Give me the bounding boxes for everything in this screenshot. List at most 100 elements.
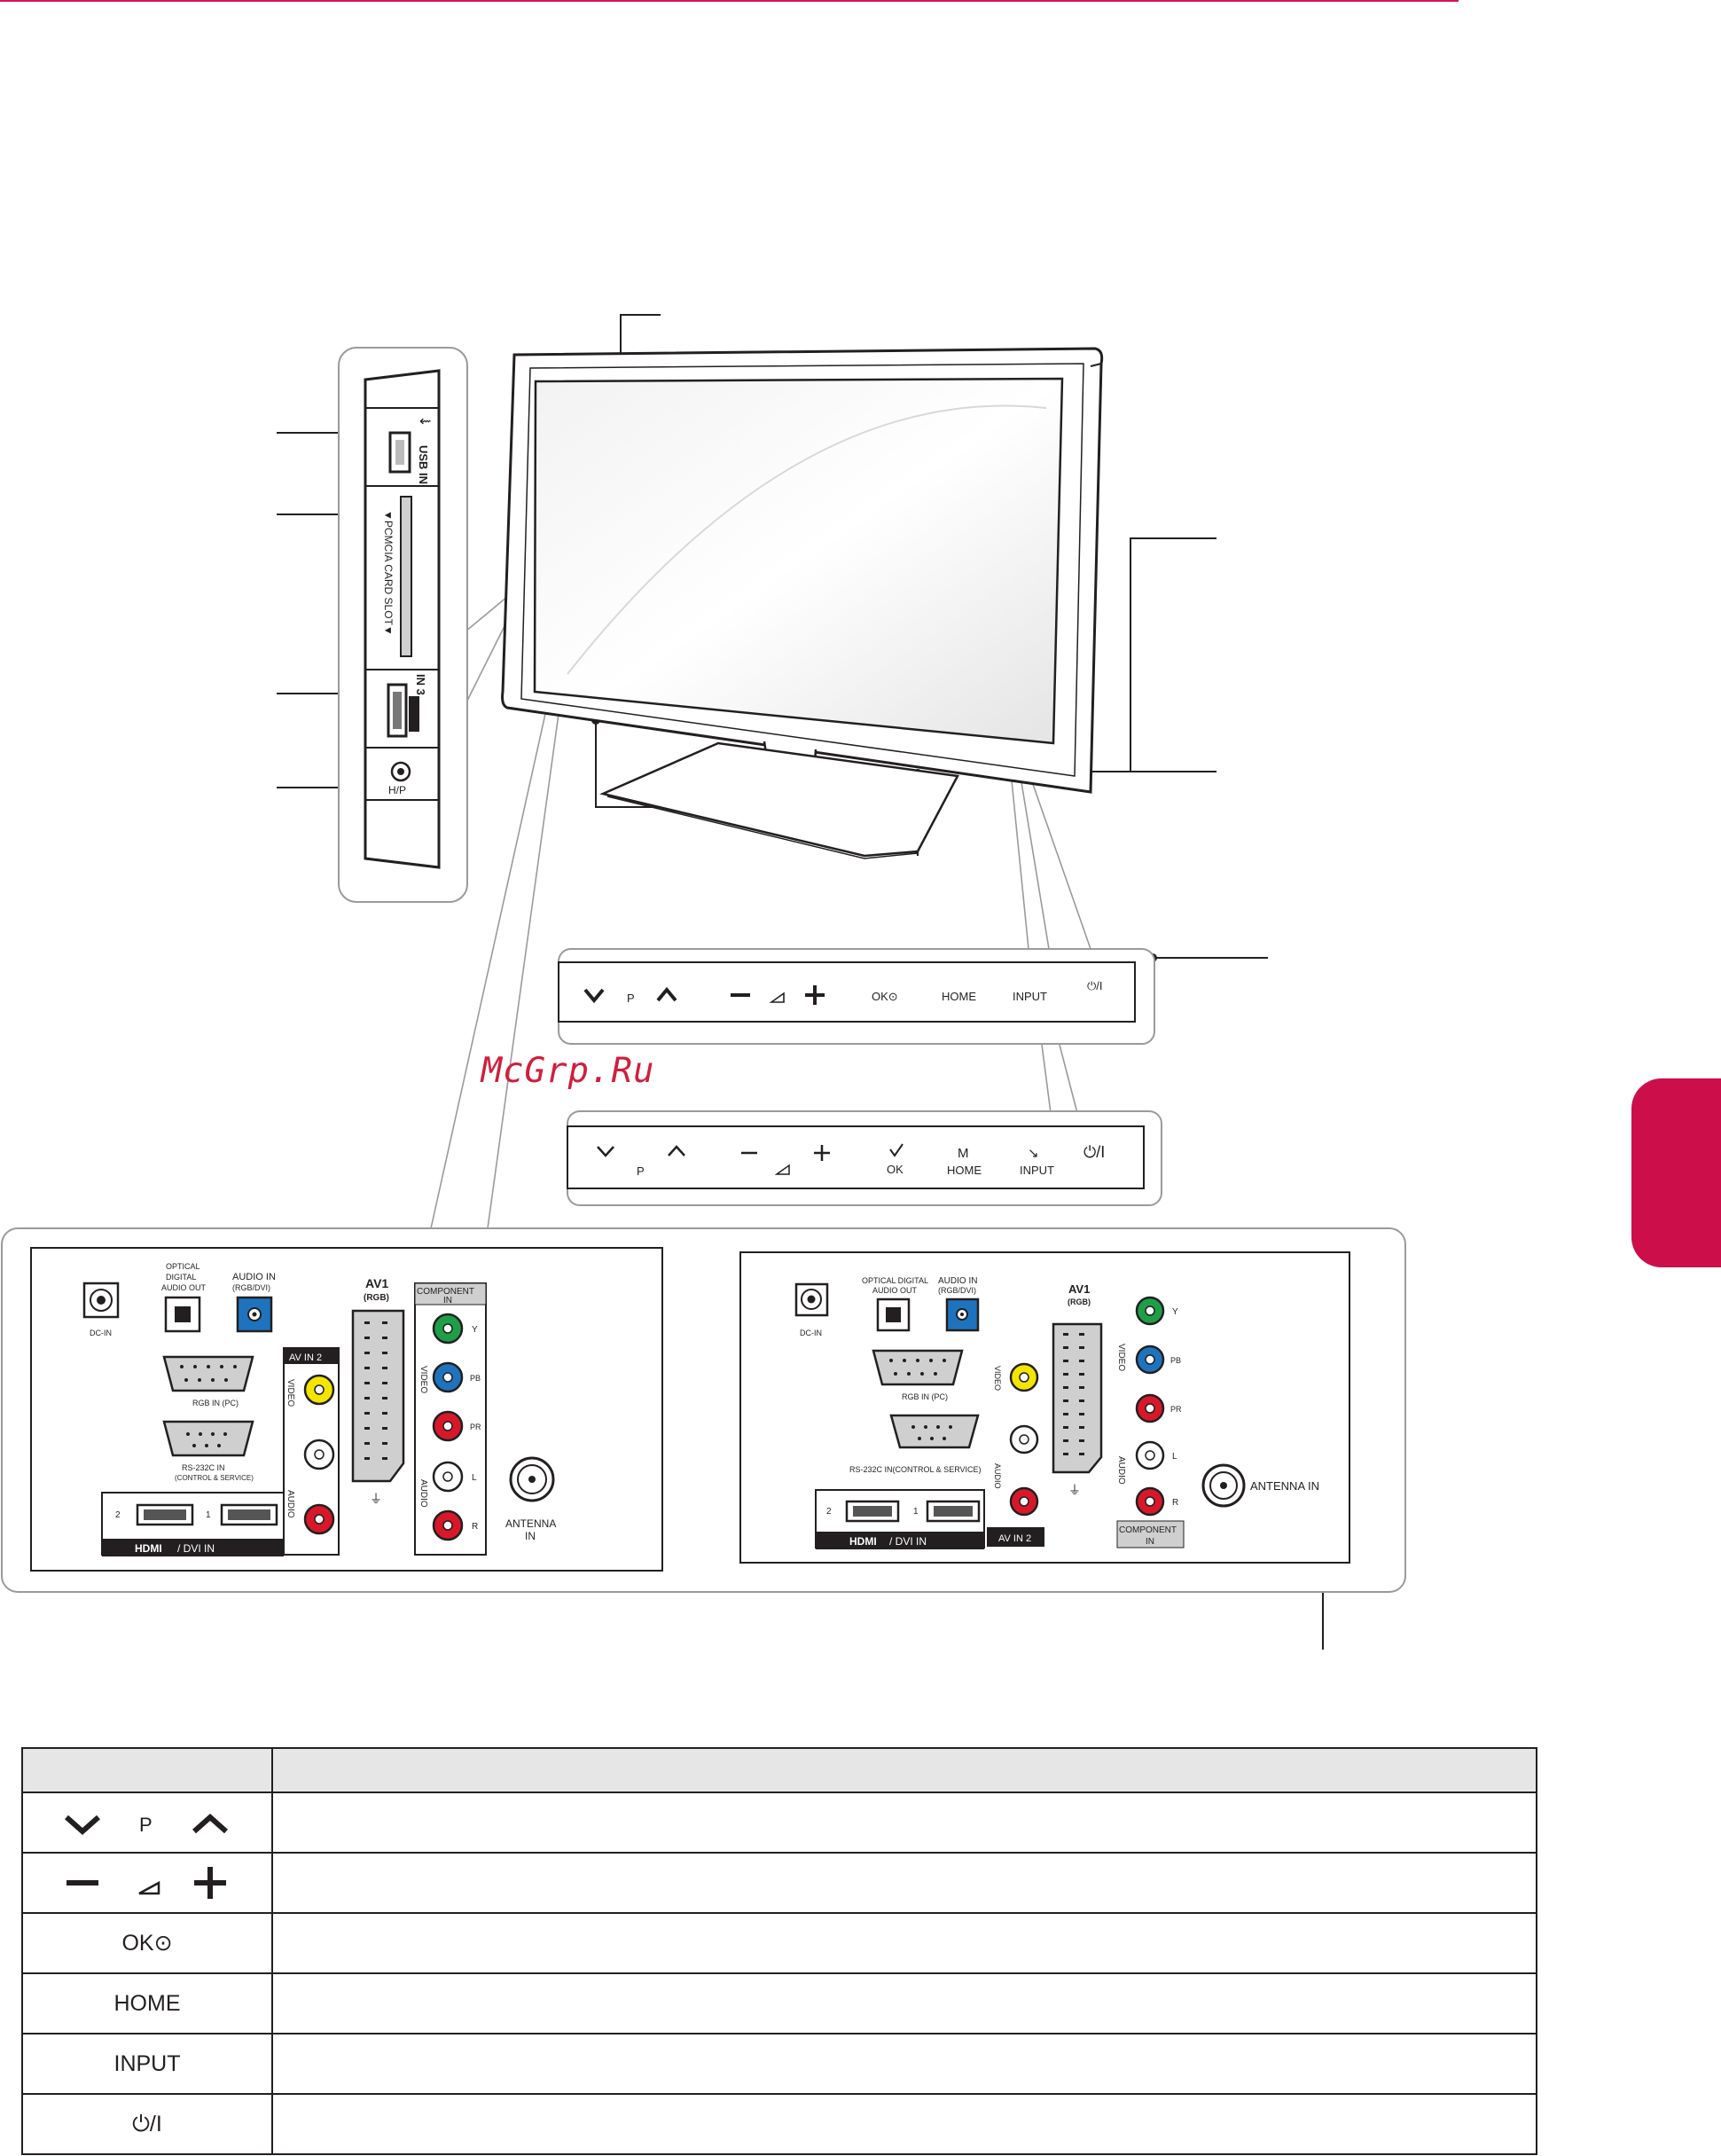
scart-pin xyxy=(382,1442,387,1445)
scart-pin xyxy=(364,1442,370,1445)
scart-pin xyxy=(382,1457,387,1460)
scart-pin xyxy=(1063,1413,1068,1415)
scart-pin xyxy=(1079,1386,1084,1389)
scart-pin xyxy=(1063,1453,1068,1455)
av2-video-label-b: VIDEO xyxy=(993,1366,1002,1391)
optical-label-b: OPTICAL DIGITAL xyxy=(862,1276,928,1285)
comp-audio-label-b: AUDIO xyxy=(1116,1456,1126,1485)
av1-label-b: AV1 xyxy=(1068,1282,1090,1296)
rs232-label-a: RS-232C IN xyxy=(182,1463,225,1472)
scart-pin xyxy=(382,1382,387,1384)
scart-pin xyxy=(382,1412,387,1415)
av2-video-label-a: VIDEO xyxy=(286,1379,295,1407)
table-row xyxy=(21,1852,1537,1914)
scart-pin xyxy=(382,1321,387,1324)
program-label: P xyxy=(139,1814,153,1836)
rgb-in-port-b xyxy=(872,1349,964,1386)
button-cell-power: ⏻/I xyxy=(21,2093,273,2155)
scart-pin xyxy=(1063,1439,1068,1442)
scart-pin xyxy=(364,1397,370,1399)
audio-in-label-a: AUDIO IN xyxy=(232,1272,276,1282)
rgb-in-label-a: RGB IN (PC) xyxy=(192,1399,239,1407)
scart-pin xyxy=(382,1427,387,1430)
dc-in-label-b: DC-IN xyxy=(800,1329,822,1337)
table-header-row xyxy=(21,1747,1537,1793)
rgb-in-label-b: RGB IN (PC) xyxy=(902,1392,948,1401)
optical-label-a: OPTICAL xyxy=(166,1262,200,1271)
scart-pin xyxy=(364,1457,370,1460)
scart-pin xyxy=(1063,1360,1068,1362)
rs232-port-a xyxy=(162,1420,254,1457)
watermark: McGrp.Ru xyxy=(0,1051,1721,1091)
antenna-label-a-2: IN xyxy=(525,1530,536,1542)
button-cell-volume xyxy=(21,1852,273,1914)
av-in-2-label-b: AV IN 2 xyxy=(998,1533,1031,1544)
comp-audio-label-a: AUDIO xyxy=(419,1479,428,1508)
program-buttons-icon: P xyxy=(65,1813,228,1836)
rs232-label-b: RS-232C IN(CONTROL & SERVICE) xyxy=(849,1465,982,1474)
description-cell xyxy=(271,2093,1537,2155)
section-tab xyxy=(1631,1078,1721,1267)
hdmi-logo-b: HDMI xyxy=(849,1535,877,1548)
comp-r-label-a: R xyxy=(472,1522,478,1532)
usb-label: USB IN xyxy=(417,445,430,484)
comp-video-label-a: VIDEO xyxy=(419,1366,428,1393)
scart-pin xyxy=(364,1352,370,1354)
hdmi-1-num-a: 1 xyxy=(206,1510,211,1520)
av1-label-a: AV1 xyxy=(365,1276,388,1290)
scart-pin xyxy=(364,1367,370,1369)
button-cell-program: P xyxy=(21,1791,273,1854)
tv-illustration xyxy=(501,347,1104,859)
channel-up-icon xyxy=(656,986,677,1002)
comp-pr-label-b: PR xyxy=(1170,1405,1182,1414)
comp-y-label-a: Y xyxy=(472,1325,478,1335)
av-in-2-label-a: AV IN 2 xyxy=(289,1352,322,1363)
dc-in-label-a: DC-IN xyxy=(90,1329,112,1337)
audio-in-label-a-2: (RGB/DVI) xyxy=(232,1283,270,1292)
comp-pb-label-b: PB xyxy=(1170,1356,1181,1365)
scart-pin xyxy=(1079,1399,1084,1402)
audio-in-port-b xyxy=(945,1298,980,1332)
scart-pin xyxy=(1063,1346,1068,1349)
tv-diagram: USB IN ⇜ ▼PCMCIA CARD SLOT▼ IN 3 H/P P xyxy=(1,314,1406,1650)
p-label-a: P xyxy=(627,992,635,1005)
scart-pin xyxy=(364,1427,370,1430)
header-rule xyxy=(0,0,1459,2)
table-header-button xyxy=(21,1747,273,1793)
button-cell-home: HOME xyxy=(21,1972,273,2034)
pcmcia-label: ▼PCMCIA CARD SLOT▼ xyxy=(382,510,395,636)
av1-scart-a xyxy=(351,1309,405,1483)
scart-pin xyxy=(1079,1439,1084,1442)
antenna-label-a: ANTENNA xyxy=(505,1517,556,1530)
comp-l-label-a: L xyxy=(472,1473,477,1483)
description-cell xyxy=(271,1791,1537,1854)
scart-pin xyxy=(364,1321,370,1324)
description-cell xyxy=(271,2033,1537,2095)
scart-pin xyxy=(1063,1373,1068,1376)
channel-down-icon xyxy=(583,988,605,1004)
headphone-label: H/P xyxy=(388,784,406,796)
rs232-port-b xyxy=(889,1414,980,1449)
table-row: OK⊙ xyxy=(21,1912,1537,1974)
scart-pin xyxy=(1079,1346,1084,1349)
usb-icon: ⇜ xyxy=(419,414,431,429)
comp-y-label-b: Y xyxy=(1172,1307,1178,1317)
av2-audio-label-b: AUDIO xyxy=(993,1463,1002,1489)
rear-panel-a: DC-IN OPTICAL DIGITAL AUDIO OUT AUDIO IN… xyxy=(30,1247,663,1572)
scart-pin xyxy=(1079,1413,1084,1415)
pcmcia-slot xyxy=(400,496,412,657)
volume-up-icon xyxy=(805,985,825,1005)
scart-pin xyxy=(1079,1426,1084,1429)
av1-label-a-2: (RGB) xyxy=(364,1293,389,1303)
hdmi-logo-a: HDMI xyxy=(135,1542,162,1555)
watermark-text: McGrp.Ru xyxy=(481,1051,655,1091)
scart-pin xyxy=(1079,1373,1084,1376)
description-cell xyxy=(271,1972,1537,2034)
ground-icon-b: ⏚ xyxy=(1068,1483,1081,1497)
audio-in-label-b: AUDIO IN xyxy=(938,1276,977,1286)
home-label-b: HOME xyxy=(947,1164,982,1177)
button-cell-ok: OK⊙ xyxy=(21,1912,273,1974)
scart-pin xyxy=(1079,1333,1084,1336)
scart-pin xyxy=(382,1337,387,1339)
rear-panel-b: DC-IN OPTICAL DIGITAL AUDIO OUT AUDIO IN… xyxy=(739,1251,1350,1564)
